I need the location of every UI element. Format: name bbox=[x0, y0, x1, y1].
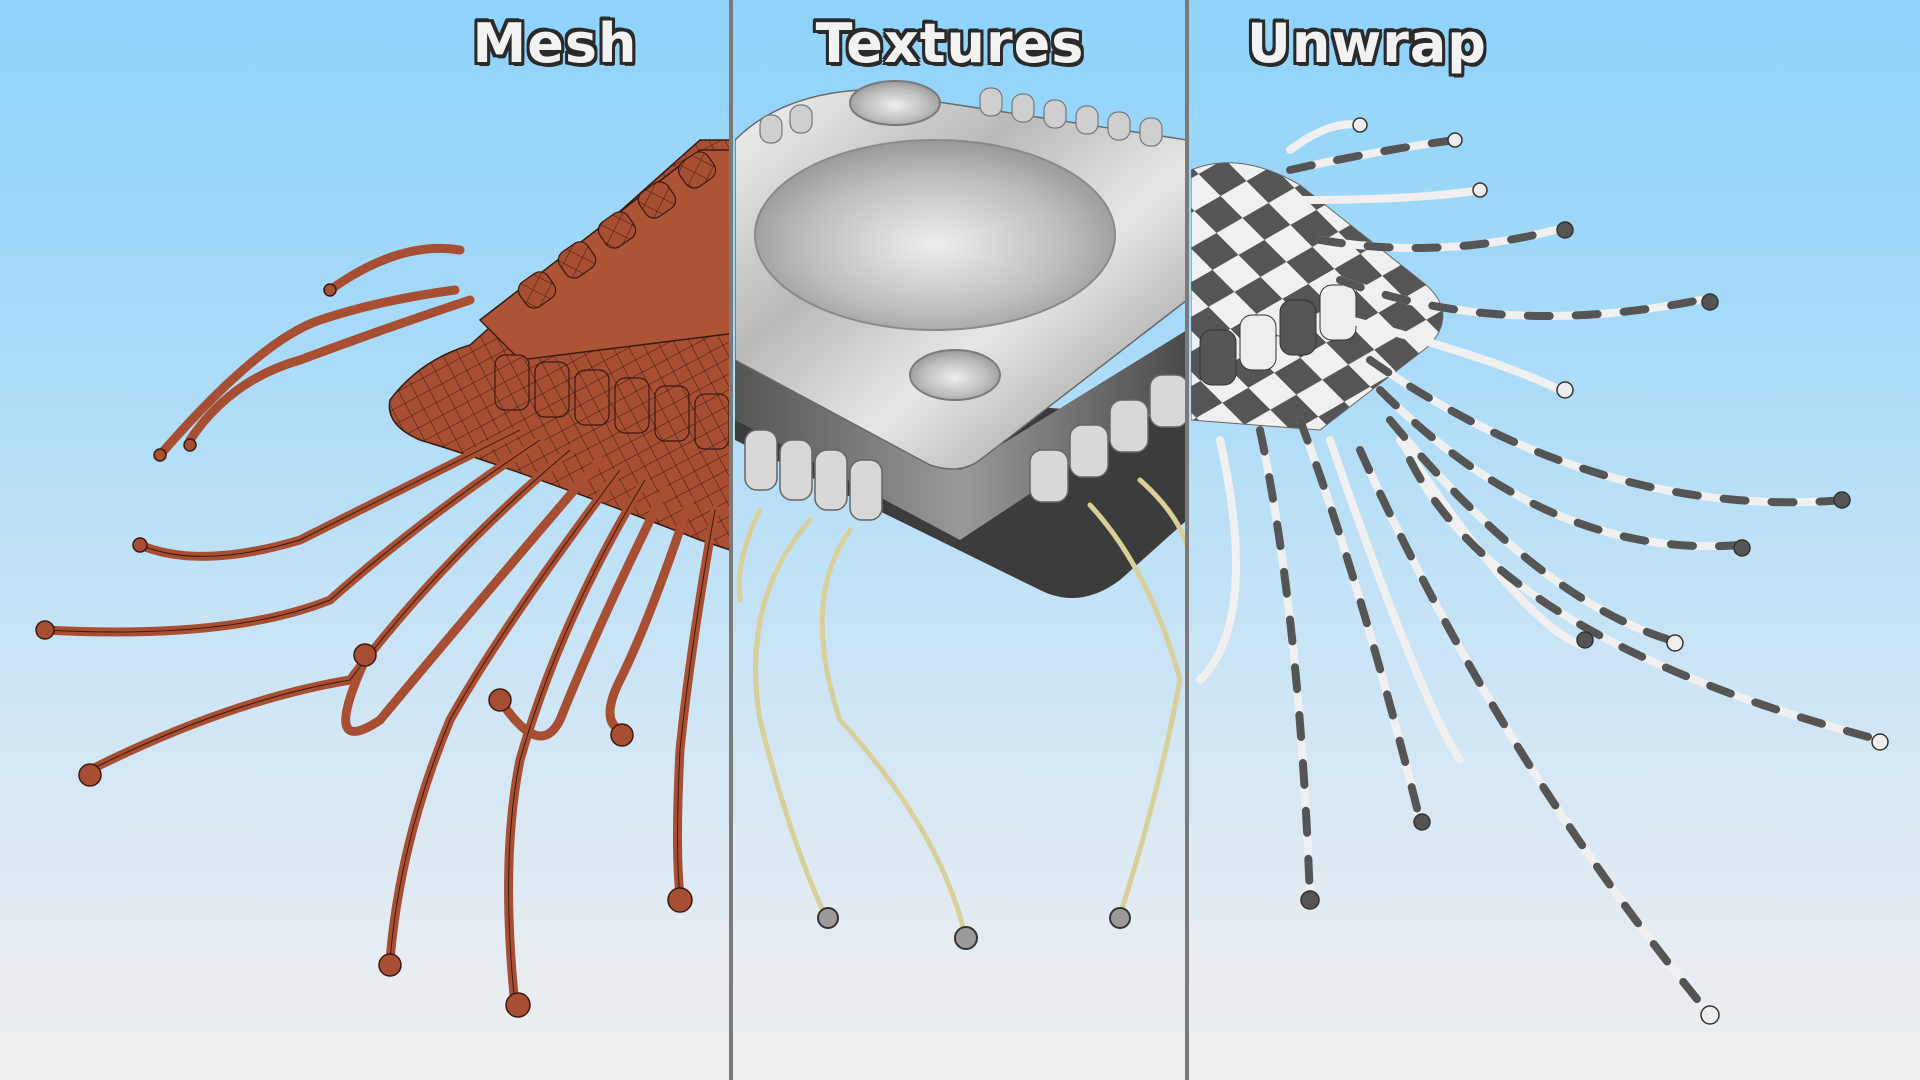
panel-divider-2 bbox=[1185, 0, 1189, 1080]
panel-divider-1 bbox=[729, 0, 733, 1080]
textures-panel-render bbox=[735, 80, 1187, 950]
unwrap-panel-render bbox=[1191, 117, 1889, 1025]
panel-label-unwrap: Unwrap bbox=[1247, 12, 1487, 75]
panel-label-mesh: Mesh bbox=[472, 12, 638, 75]
mesh-panel-render bbox=[35, 139, 731, 1018]
panel-label-textures: Textures bbox=[815, 12, 1085, 75]
